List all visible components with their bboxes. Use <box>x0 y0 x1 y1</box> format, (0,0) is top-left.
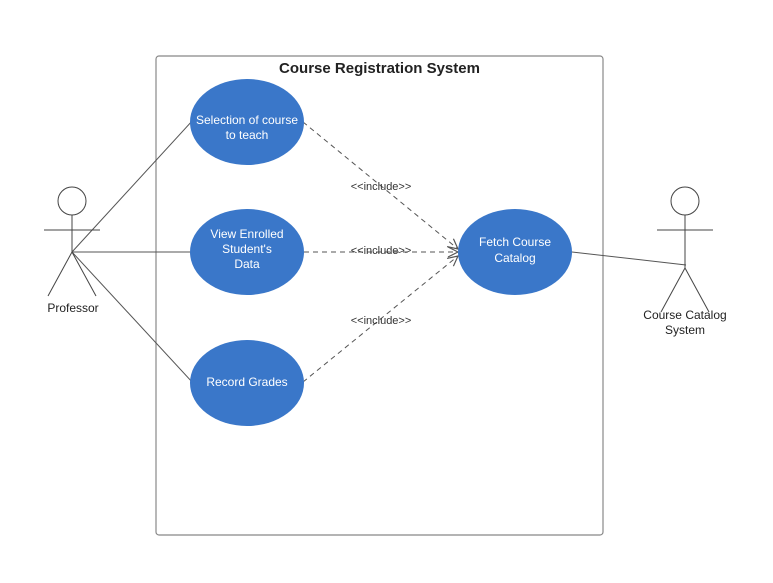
include-label: <<include>> <box>351 315 412 327</box>
use-case-record-grades[interactable]: Record Grades <box>190 340 304 426</box>
system-boundary <box>155 55 604 536</box>
use-case-label: to teach <box>226 128 269 142</box>
include-arrow-selection <box>302 121 458 249</box>
actor-label: System <box>665 323 705 337</box>
actor-professor[interactable]: Professor <box>44 186 100 315</box>
include-arrow-record <box>302 256 458 383</box>
use-case-view-enrolled-data[interactable]: View Enrolled Student's Data <box>190 209 304 295</box>
use-case-label: Student's <box>222 242 272 256</box>
actor-leg-right <box>71 251 97 297</box>
include-label: <<include>> <box>351 181 412 193</box>
use-case-label: Record Grades <box>206 375 287 389</box>
use-case-label: Fetch Course <box>479 235 551 249</box>
actor-label: Professor <box>47 301 98 315</box>
actor-head <box>57 186 87 216</box>
actor-leg-left <box>660 267 686 313</box>
use-case-ellipse <box>190 79 304 165</box>
actor-head <box>670 186 700 216</box>
actor-course-catalog-system[interactable]: Course Catalog System <box>643 186 727 337</box>
system-title: Course Registration System <box>279 60 480 77</box>
use-case-selection-of-course[interactable]: Selection of course to teach <box>190 79 304 165</box>
use-case-fetch-course-catalog[interactable]: Fetch Course Catalog <box>458 209 572 295</box>
include-label: <<include>> <box>351 245 412 257</box>
actor-leg-right <box>684 267 710 313</box>
use-case-label: Selection of course <box>196 113 298 127</box>
use-case-ellipse <box>190 209 304 295</box>
use-case-label: View Enrolled <box>210 227 283 241</box>
actor-label: Course Catalog <box>643 308 726 322</box>
use-case-ellipse <box>190 340 304 426</box>
association-professor-selection <box>71 119 194 253</box>
association-professor-record <box>71 251 194 384</box>
actor-leg-left <box>47 251 73 297</box>
use-case-label: Data <box>234 257 260 271</box>
association-fetch-catalog-system <box>571 251 687 266</box>
use-case-label: Catalog <box>494 251 535 265</box>
use-case-ellipse <box>458 209 572 295</box>
